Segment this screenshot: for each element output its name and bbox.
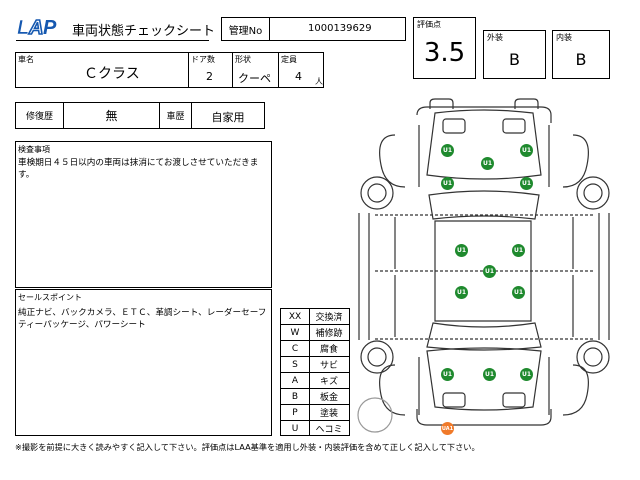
legend-meaning: 交換済 — [315, 313, 343, 323]
interior-grade: B — [575, 50, 587, 69]
repair-label: 修復歴 — [16, 103, 64, 128]
usage-history: 自家用 — [211, 111, 245, 124]
door-count: 2 — [206, 70, 213, 83]
legend-meaning: ヘコミ — [315, 425, 343, 435]
svg-text:P: P — [43, 17, 57, 38]
damage-marker-u1: U1 — [441, 368, 454, 381]
usage-label: 車歴 — [160, 103, 192, 128]
legend-code: P — [281, 405, 310, 420]
sheet-title: 車両状態チェックシート — [72, 24, 216, 39]
damage-marker-u1: U1 — [441, 177, 454, 190]
damage-marker-u1: U1 — [455, 244, 468, 257]
legend-meaning: 腐食 — [319, 345, 338, 355]
damage-marker-u1: U1 — [441, 144, 454, 157]
damage-marker-u1: U1 — [520, 144, 533, 157]
capacity-label: 定員 — [281, 55, 297, 64]
logo: L A P — [16, 16, 60, 40]
legend-code: C — [281, 341, 310, 356]
inspection-text: 車検期日４５日以内の車両は抹消にてお渡しさせていただきます。 — [18, 158, 259, 180]
damage-marker-u1: U1 — [520, 368, 533, 381]
legend-code: U — [281, 421, 310, 436]
damage-marker-u1: U1 — [483, 265, 496, 278]
mgmt-label: 管理No — [222, 18, 270, 40]
legend-code: S — [281, 357, 310, 372]
sales-text: 純正ナビ、バックカメラ、ＥＴＣ、革調シート、レーダーセーフティーパッケージ、パワ… — [18, 308, 267, 330]
score-box: 評価点 3.5 — [413, 17, 476, 79]
damage-marker-u1: U1 — [481, 157, 494, 170]
legend-row: S サビ — [281, 357, 349, 373]
legend-meaning: 塗装 — [319, 409, 338, 419]
sales-label: セールスポイント — [18, 293, 82, 302]
repair-history: 無 — [64, 103, 160, 128]
mgmt-box: 管理No 1000139629 — [221, 17, 406, 41]
car-name-label: 車名 — [18, 55, 34, 64]
damage-marker-u1: U1 — [520, 177, 533, 190]
interior-box: 内装 B — [552, 30, 610, 79]
interior-label: 内装 — [556, 33, 572, 42]
shape-label: 形状 — [235, 55, 251, 64]
damage-marker-u1: U1 — [512, 244, 525, 257]
footer-note: ※撮影を前提に大きく読みやすく記入して下さい。評価点はLAA基準を適用し外装・内… — [15, 442, 480, 452]
legend-row: A キズ — [281, 373, 349, 389]
legend-meaning: キズ — [319, 377, 338, 387]
vehicle-row: 車名 Ｃクラス ドア数 2 形状 クーペ 定員 4 人 — [15, 52, 324, 88]
legend-row: U ヘコミ — [281, 421, 349, 437]
exterior-grade: B — [509, 50, 520, 69]
capacity: 4 — [295, 70, 302, 83]
legend-meaning: サビ — [319, 361, 338, 371]
damage-marker-ua1: UA1 — [441, 422, 454, 435]
svg-text:A: A — [28, 17, 43, 38]
doors-label: ドア数 — [191, 55, 215, 64]
car-diagram — [357, 98, 610, 433]
exterior-box: 外装 B — [483, 30, 546, 79]
legend-meaning: 補修跡 — [315, 329, 343, 339]
svg-text:L: L — [17, 17, 29, 38]
legend-row: W 補修跡 — [281, 325, 349, 341]
mgmt-number: 1000139629 — [308, 23, 372, 34]
car-name: Ｃクラス — [84, 66, 140, 82]
legend-row: P 塗装 — [281, 405, 349, 421]
damage-marker-u1: U1 — [512, 286, 525, 299]
damage-legend: XX 交換済 W 補修跡 C 腐食 S サビ A キズ B 板金 P 塗装 U ヘコミ — [280, 308, 350, 436]
score-label: 評価点 — [417, 20, 441, 29]
legend-row: C 腐食 — [281, 341, 349, 357]
history-row: 修復歴 無 車歴 自家用 — [15, 102, 265, 129]
damage-marker-u1: U1 — [455, 286, 468, 299]
body-shape: クーペ — [238, 72, 271, 85]
legend-code: B — [281, 389, 310, 404]
capacity-unit: 人 — [315, 77, 323, 86]
legend-code: XX — [281, 309, 310, 324]
inspection-box: 検査事項 車検期日４５日以内の車両は抹消にてお渡しさせていただきます。 — [15, 141, 272, 288]
legend-meaning: 板金 — [319, 393, 338, 403]
title-underline — [16, 40, 209, 41]
score-value: 3.5 — [423, 38, 466, 68]
sales-box: セールスポイント 純正ナビ、バックカメラ、ＥＴＣ、革調シート、レーダーセーフティ… — [15, 289, 272, 436]
legend-row: B 板金 — [281, 389, 349, 405]
legend-code: W — [281, 325, 310, 340]
legend-code: A — [281, 373, 310, 388]
legend-row: XX 交換済 — [281, 309, 349, 325]
inspection-label: 検査事項 — [18, 145, 50, 154]
exterior-label: 外装 — [487, 33, 503, 42]
damage-marker-u1: U1 — [483, 368, 496, 381]
